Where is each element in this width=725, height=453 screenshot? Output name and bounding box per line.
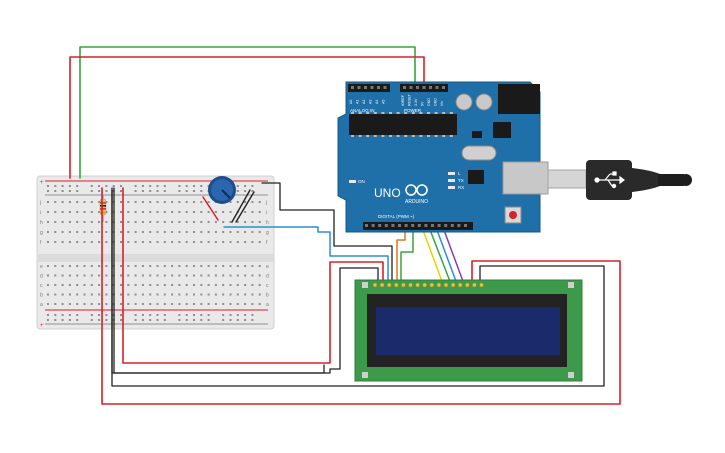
row-label: d [40, 274, 43, 280]
wire-black-pot-lcd [261, 182, 393, 285]
label-on: ON [358, 179, 365, 184]
usb-icon [594, 171, 625, 189]
lcd-pin[interactable] [479, 282, 484, 288]
row-label: h [266, 220, 269, 226]
power-pin-label: 5V [421, 101, 425, 106]
wire-red-5v [69, 56, 425, 179]
usb-cable[interactable] [547, 160, 692, 200]
lcd-pin-header[interactable] [372, 282, 484, 288]
analog-pin-label: A4 [375, 100, 379, 104]
lcd-pin[interactable] [415, 282, 420, 288]
power-jack [498, 84, 540, 114]
logo-text: ARDUINO [405, 199, 428, 205]
row-label: b [40, 293, 43, 299]
power-pin-label: 3.3V [414, 98, 418, 106]
lcd-pin[interactable] [422, 282, 427, 288]
lcd-pin[interactable] [379, 282, 385, 288]
row-label: f [40, 240, 42, 246]
lcd-pin[interactable] [472, 282, 477, 288]
wire-green-5v-gnd [79, 46, 416, 179]
analog-pin-label: A3 [369, 100, 373, 104]
lcd-pin[interactable] [394, 282, 399, 288]
wire-black-vertical [113, 187, 379, 374]
lcd-pin[interactable] [465, 282, 470, 288]
svg-text:+: + [40, 180, 44, 186]
row-label: i [40, 210, 41, 216]
svg-text:+: + [40, 323, 44, 329]
label-tx: TX [458, 178, 464, 183]
row-label: e [40, 264, 43, 270]
power-pin-label: GND [427, 98, 431, 106]
row-label: j [39, 200, 41, 206]
model-label: UNO [374, 186, 401, 200]
arduino-logo-icon [405, 184, 428, 196]
lcd-pin[interactable] [408, 282, 413, 288]
wire-black-pot-1 [231, 189, 251, 223]
row-label: d [266, 274, 269, 280]
analog-header-label: ANALOG IN [350, 108, 375, 113]
wire-black-right-long [111, 189, 605, 387]
analog-pin-label: A1 [356, 100, 360, 104]
row-label: h [40, 220, 43, 226]
lcd-pin[interactable] [401, 282, 406, 288]
power-pin-label: IOREF [401, 94, 405, 106]
label-rx: RX [458, 185, 464, 190]
row-label: c [40, 283, 43, 289]
lcd-pin[interactable] [372, 282, 378, 288]
breadboard-holes[interactable] [47, 185, 261, 321]
lcd-pin[interactable] [429, 282, 435, 288]
lcd-pin[interactable] [386, 282, 392, 288]
digital-header-label: DIGITAL (PWM ~) [378, 214, 415, 219]
row-label: g [40, 230, 43, 236]
row-label: j [265, 200, 267, 206]
potentiometer[interactable] [208, 176, 236, 204]
power-pin-label: Vin [440, 101, 444, 106]
row-label: a [266, 302, 269, 308]
analog-pin-label: A2 [362, 100, 366, 104]
row-label: g [266, 230, 269, 236]
label-l: L [458, 171, 461, 176]
row-label: c [266, 283, 269, 289]
lcd-pin[interactable] [457, 282, 463, 288]
wire-red-pot [202, 196, 219, 221]
row-label: f [266, 240, 268, 246]
analog-pin-label: A0 [349, 100, 353, 104]
header-analog-top [348, 84, 390, 92]
power-header-label: POWER [404, 108, 422, 113]
wire-blue-v0 [223, 226, 389, 285]
row-label: e [266, 264, 269, 270]
atmega-chip [349, 114, 457, 135]
lcd-pin[interactable] [450, 282, 456, 288]
analog-pin-label: A5 [382, 100, 386, 104]
power-pin-label: GND [434, 98, 438, 106]
usb-port[interactable] [502, 161, 549, 195]
wire-red-left-long [101, 187, 621, 405]
wire-red-inner [122, 187, 384, 364]
wire-black-pot-2 [235, 191, 255, 223]
power-pin-label: RESET [408, 93, 412, 106]
lcd-pin[interactable] [436, 282, 442, 288]
row-label: b [266, 293, 269, 299]
row-label: a [40, 302, 43, 308]
wire-green-rs [400, 221, 414, 285]
lcd-pin[interactable] [443, 282, 449, 288]
row-label: i [266, 210, 267, 216]
lcd-screen [376, 307, 560, 355]
lcd-16x2-module[interactable] [354, 279, 583, 382]
